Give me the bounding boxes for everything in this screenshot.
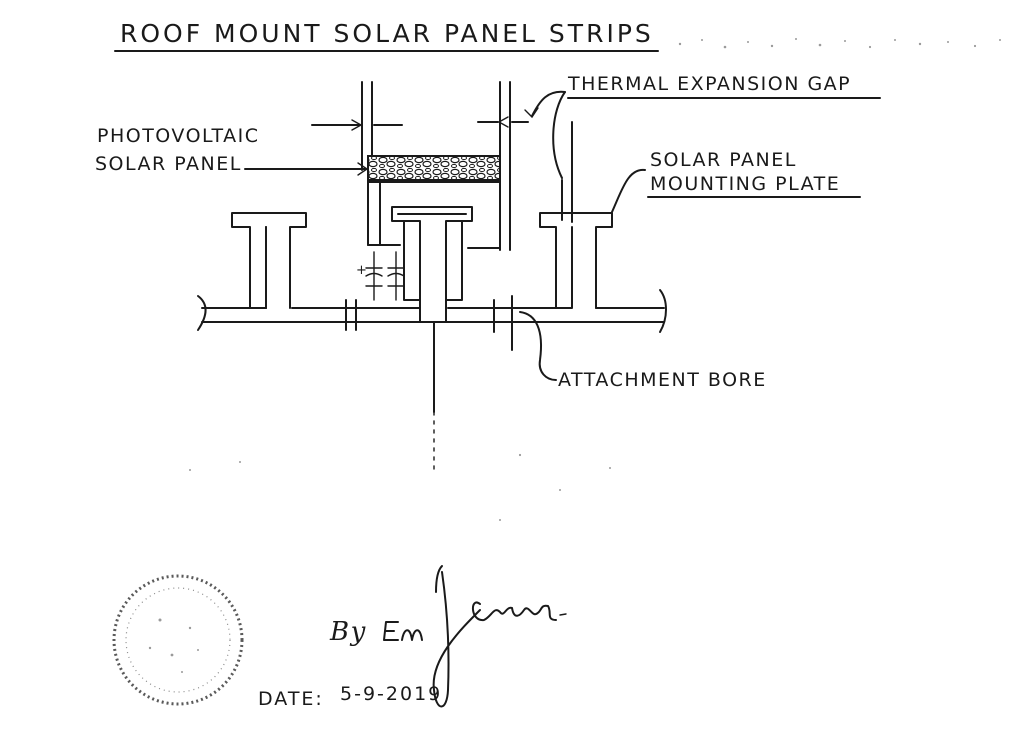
photovoltaic-panel <box>367 155 501 181</box>
attachment-bore-right <box>493 295 513 351</box>
label-thermal-expansion-gap: THERMAL EXPANSION GAP <box>567 73 851 95</box>
left-upright-channel <box>231 212 307 309</box>
date-value: 5-9-2019 <box>340 683 442 705</box>
center-channel-walls <box>403 220 463 301</box>
center-mounting-tee <box>391 206 473 323</box>
byline-label: By <box>329 617 367 647</box>
date-label: DATE: <box>258 688 324 710</box>
attachment-bore-left <box>345 299 357 331</box>
label-mounting-plate-line2: MOUNTING PLATE <box>650 173 840 195</box>
right-upright-channel <box>539 212 613 309</box>
mounting-plate-leader <box>611 168 646 213</box>
attachment-bore-leader <box>519 311 557 381</box>
panel-right-frame <box>467 181 501 249</box>
drawing-title: ROOF MOUNT SOLAR PANEL STRIPS <box>120 19 654 48</box>
scan-speckle <box>189 38 1001 521</box>
thermal-gap-leader-right <box>552 91 566 179</box>
label-photovoltaic-line2: SOLAR PANEL <box>95 153 242 175</box>
svg-text:+: + <box>356 263 368 278</box>
thermal-gap-leader-left <box>531 90 566 117</box>
capacitor-symbol: + <box>356 251 405 301</box>
rail-break-left <box>197 295 207 331</box>
thermal-gap-arrowhead <box>524 107 539 119</box>
signature <box>383 565 567 708</box>
label-attachment-bore: ATTACHMENT BORE <box>558 369 767 391</box>
label-mounting-plate-line1: SOLAR PANEL <box>650 149 797 171</box>
rail-break-right <box>659 289 667 333</box>
label-photovoltaic-line1: PHOTOVOLTAIC <box>97 125 260 147</box>
stamp-seal <box>112 574 244 706</box>
